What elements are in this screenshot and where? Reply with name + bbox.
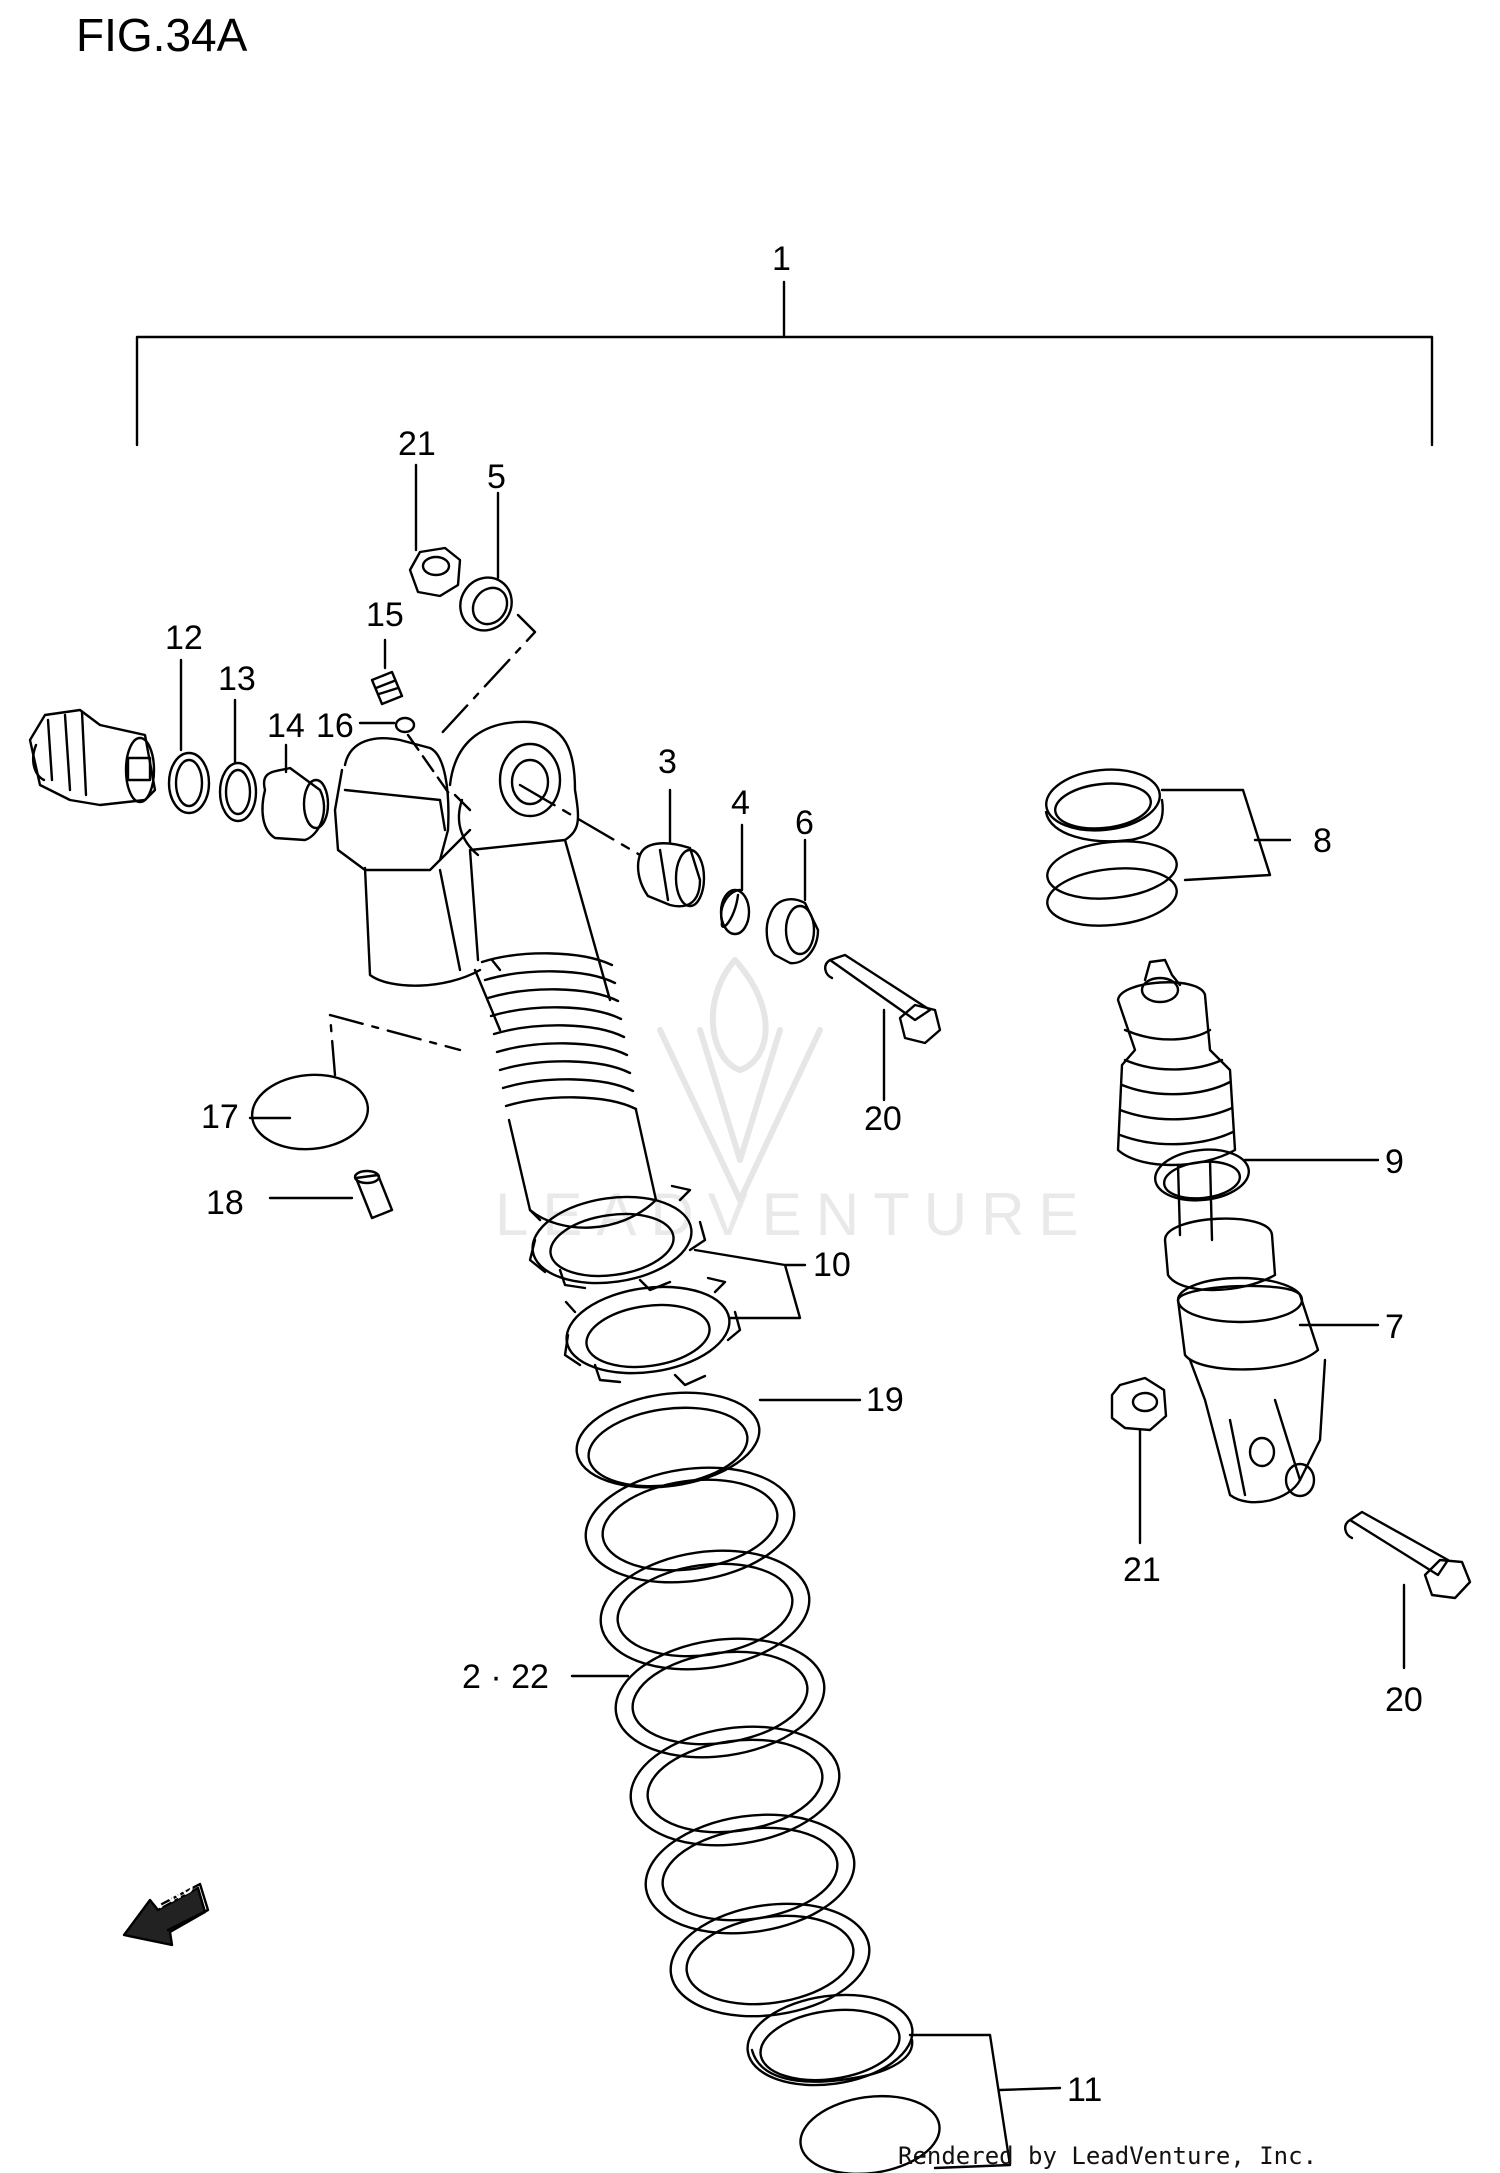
lockring-10-upper [528, 1184, 707, 1292]
circlip-4 [720, 888, 742, 928]
damper-rod-assembly [1116, 958, 1237, 1242]
leadventure-watermark: LEADVENTURE [495, 1181, 1093, 1248]
callout-8: 8 [1313, 822, 1332, 860]
fwd-arrow-icon [122, 1882, 210, 1947]
figure-title: FIG.34A [76, 9, 248, 61]
callout-5: 5 [487, 458, 506, 496]
callout-18: 18 [206, 1184, 244, 1222]
watermark-logo [657, 957, 823, 1203]
valve-15 [370, 670, 404, 706]
spring-2-22 [584, 1466, 871, 2018]
render-credit: Rendered by LeadVenture, Inc. [898, 2142, 1318, 2170]
leader-line-10 [693, 1248, 807, 1320]
callout-10: 10 [813, 1246, 851, 1284]
assembly-path-5 [438, 613, 537, 737]
adjuster-knob [28, 708, 157, 807]
callout-9: 9 [1385, 1143, 1404, 1181]
oring-16 [394, 716, 416, 734]
bolt-20-lower [1344, 1510, 1472, 1600]
assembly-bracket [135, 335, 1434, 447]
seal-6 [765, 898, 820, 965]
washer-9 [1153, 1148, 1251, 1202]
callout-12: 12 [165, 619, 203, 657]
callout-1: 1 [772, 240, 791, 278]
assembly-path-17 [328, 1013, 462, 1077]
reservoir [333, 737, 482, 987]
washer-5 [459, 576, 513, 632]
callout-13: 13 [218, 660, 256, 698]
callout-14: 14 [267, 707, 305, 745]
callout-4: 4 [731, 784, 750, 822]
callout-15: 15 [366, 596, 404, 634]
clevis-7 [1163, 1217, 1327, 1504]
bolt-20-top [824, 953, 942, 1045]
cap-18 [353, 1169, 394, 1220]
oring-17 [250, 1073, 370, 1151]
lockring-10-lower [563, 1276, 742, 1387]
callout-7: 7 [1385, 1308, 1404, 1346]
callout-20-top: 20 [864, 1100, 902, 1138]
callout-2-22: 2 · 22 [462, 1658, 549, 1696]
ring-12 [167, 751, 211, 815]
callout-11: 11 [1067, 2071, 1103, 2109]
leader-line-11 [908, 2033, 1062, 2170]
spring-seat-19 [575, 1391, 761, 1489]
callout-21-top: 21 [398, 425, 436, 463]
callout-16: 16 [316, 707, 354, 745]
leader-line-8 [1160, 788, 1292, 882]
bushing-3 [636, 842, 706, 908]
cap-14 [261, 766, 330, 842]
nut-21-top [408, 546, 462, 598]
callout-6: 6 [795, 804, 814, 842]
callout-17: 17 [201, 1098, 239, 1136]
callout-21-lower: 21 [1123, 1551, 1161, 1589]
assembly-path-3 [518, 783, 642, 857]
nut-21-lower [1110, 1376, 1168, 1432]
spring-seat-11 [746, 1993, 914, 2087]
callout-3: 3 [658, 743, 677, 781]
callout-19: 19 [866, 1381, 904, 1419]
shock-body [448, 720, 658, 1229]
bump-stop-8 [1044, 768, 1178, 927]
callout-20-lower: 20 [1385, 1681, 1423, 1719]
ring-13 [218, 761, 258, 823]
